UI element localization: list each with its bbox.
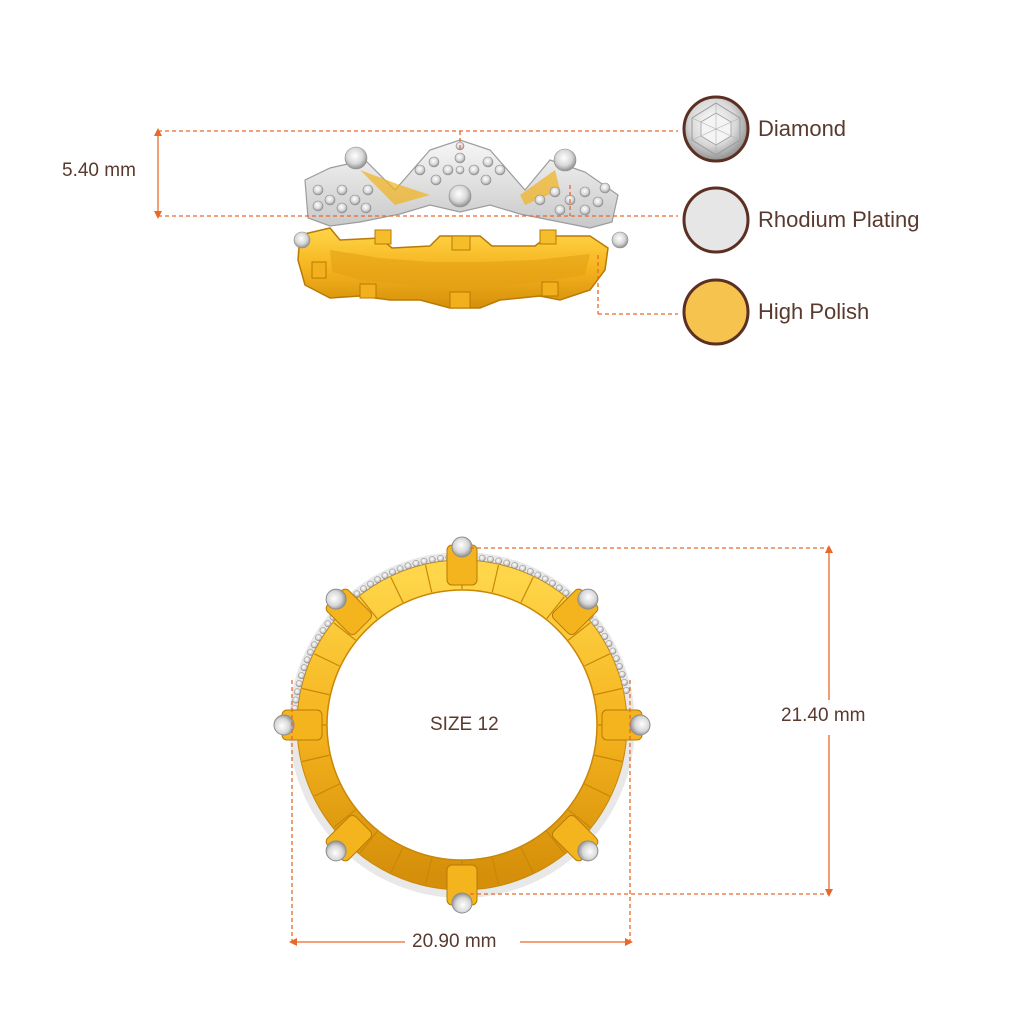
ring-front-view	[273, 536, 651, 914]
legend-rhodium-label: Rhodium Plating	[758, 207, 920, 232]
ring-top-view	[293, 139, 629, 309]
top-height-label: 5.40 mm	[62, 160, 136, 181]
legend-diamond-label: Diamond	[758, 116, 847, 141]
legend-swatches	[682, 95, 750, 346]
diamond-swatch	[682, 95, 750, 163]
gold-swatch	[682, 278, 750, 346]
ring-size-label: SIZE 12	[430, 714, 499, 735]
dimension-arrows	[154, 128, 833, 946]
dimension-lines	[157, 130, 830, 946]
rhodium-swatch	[682, 186, 750, 254]
front-height-label: 21.40 mm	[781, 705, 866, 726]
legend-high-polish-label: High Polish	[758, 299, 870, 324]
front-width-label: 20.90 mm	[412, 931, 497, 952]
